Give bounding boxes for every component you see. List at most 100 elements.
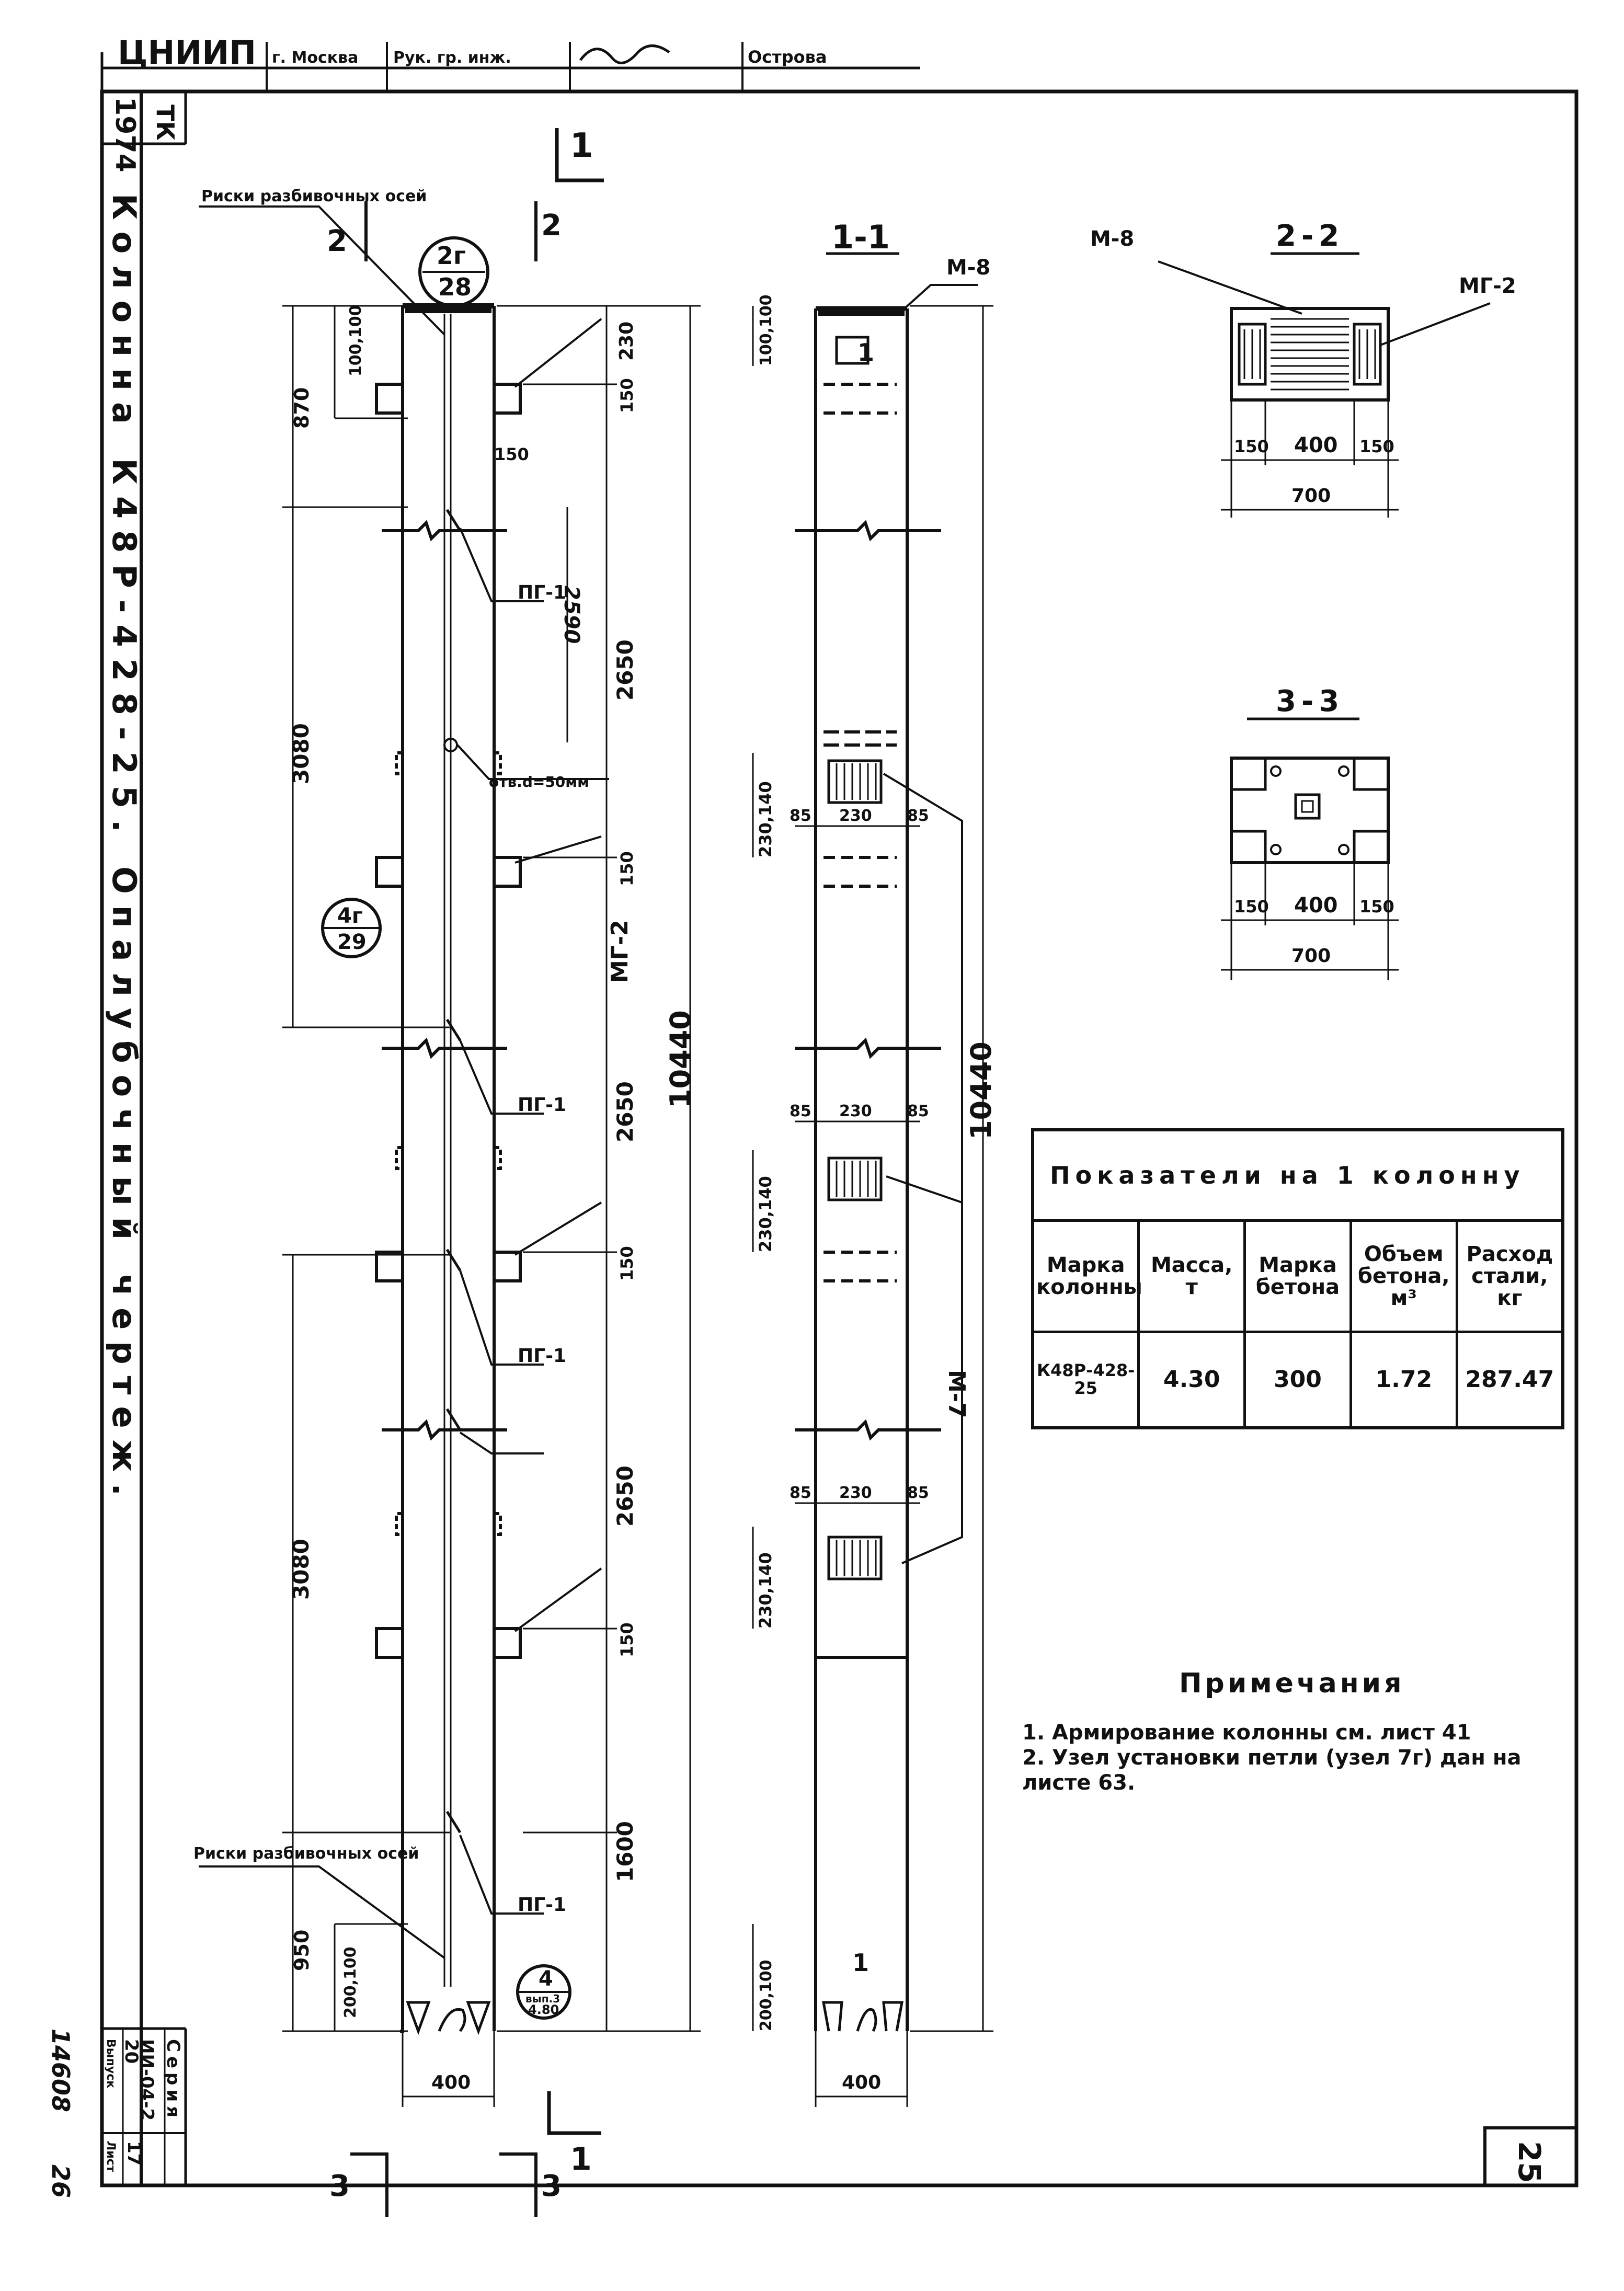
dim-2590: 2590 — [559, 586, 584, 644]
col-concrete: Марка бетона — [1243, 1219, 1352, 1333]
elevation-view — [199, 128, 701, 2217]
section-2-2-400: 400 — [1294, 433, 1338, 457]
section-3-3 — [1221, 717, 1399, 980]
mg2-label: МГ-2 — [607, 920, 633, 983]
note-item: 2. Узел установки петли (узел 7г) дан на… — [1022, 1746, 1522, 1795]
strip-issue: 20 — [121, 2039, 142, 2064]
strip-sheet-label: Лист — [104, 2141, 117, 2172]
dim-400-elev: 400 — [431, 2072, 471, 2093]
dim-150-c: 150 — [617, 1246, 637, 1281]
side-dim-85-b2: 85 — [907, 1102, 929, 1120]
section-2-2-m8: М-8 — [1090, 227, 1134, 251]
stamp-name: Острова — [748, 47, 827, 67]
node-bottom-num: 4 — [539, 1967, 553, 1991]
side-digit-top: 1 — [857, 338, 874, 366]
section-2-2-150-b: 150 — [1359, 437, 1394, 456]
pg-label-4: ПГ-1 — [518, 1894, 566, 1916]
elevation-labels: 1 1 2 2 3 3 Риски разбивочных осей Риски… — [193, 127, 697, 2203]
dim-150-horiz: 150 — [494, 444, 529, 464]
dim-100-100-top: 100,100 — [347, 305, 365, 376]
side-dim-230-140-b: 230,140 — [756, 1176, 775, 1252]
node-bottom-sheet: 4.80 — [528, 2002, 559, 2017]
risks-label-top: Риски разбивочных осей — [201, 187, 427, 205]
side-digit-bottom: 1 — [852, 1949, 869, 1977]
cut-2-right: 2 — [541, 209, 562, 243]
strip-series-label: Серия — [163, 2039, 184, 2122]
section-mark-bottom-1: 1 — [570, 2141, 592, 2178]
section-2-2-150-a: 150 — [1234, 437, 1269, 456]
section-mark-top-1: 1 — [570, 127, 593, 165]
sheet-frame — [100, 89, 1579, 2187]
pg-label-3: ПГ-1 — [518, 1345, 566, 1367]
node-top-sheet: 28 — [438, 273, 472, 301]
dim-950: 950 — [290, 1930, 313, 1971]
val-mass: 4.30 — [1137, 1331, 1246, 1429]
side-dim-230-a: 230 — [839, 807, 872, 825]
side-dim-230-b: 230 — [839, 1102, 872, 1120]
archive-page: 26 — [47, 2164, 75, 2198]
cut-2-left: 2 — [327, 224, 347, 258]
side-dim-85-b1: 85 — [790, 1102, 811, 1120]
pg-label-1: ПГ-1 — [518, 582, 566, 603]
dim-230: 230 — [616, 322, 637, 361]
section-2-2-mg2: МГ-2 — [1459, 274, 1516, 298]
dim-150-b: 150 — [617, 851, 637, 886]
indicators-table: Показатели на 1 колонну Марка колонны Ма… — [1031, 1128, 1564, 1429]
section-3-3-title: 3-3 — [1276, 684, 1344, 718]
dim-2650-b: 2650 — [612, 1081, 638, 1142]
side-strip: 1974 ТК Колонна К48Р-428-25. Опалубочный… — [47, 91, 187, 2198]
section-2-2 — [1158, 252, 1491, 518]
note-item: 1. Армирование колонны см. лист 41 — [1022, 1721, 1471, 1745]
notes-title: Примечания — [1179, 1668, 1405, 1699]
side-dim-230-c: 230 — [839, 1484, 872, 1502]
dim-3080-bottom: 3080 — [288, 1539, 314, 1600]
dim-10440-elev: 10440 — [664, 1010, 697, 1108]
val-volume: 1.72 — [1349, 1331, 1458, 1429]
stamp-city: г. Москва — [272, 49, 358, 67]
dim-870: 870 — [290, 387, 313, 429]
side-dim-85-a2: 85 — [907, 807, 929, 825]
side-dim-100-100: 100,100 — [757, 294, 775, 366]
pg-label-2: ПГ-1 — [518, 1094, 566, 1116]
section-3-3-150-b: 150 — [1359, 897, 1394, 917]
risks-label-bottom: Риски разбивочных осей — [193, 1845, 419, 1863]
section-3-3-150-a: 150 — [1234, 897, 1269, 917]
node-top-num: 2г — [437, 242, 466, 270]
dim-150-a: 150 — [617, 378, 637, 413]
side-m7: М-7 — [943, 1370, 970, 1418]
node-mid-num: 4г — [337, 904, 363, 928]
strip-year: 1974 — [109, 97, 141, 173]
dim-3080-top: 3080 — [288, 723, 314, 784]
val-steel: 287.47 — [1455, 1331, 1564, 1429]
stamp-role: Рук. гр. инж. — [393, 49, 511, 67]
col-volume: Объем бетона, м³ — [1349, 1219, 1458, 1333]
strip-series: ИИ-04-2 — [136, 2039, 157, 2121]
side-dim-85-c1: 85 — [790, 1484, 811, 1502]
section-2-2-title: 2-2 — [1276, 219, 1344, 253]
side-dim-230-140-a: 230,140 — [756, 781, 775, 857]
dim-2650-c: 2650 — [612, 1465, 638, 1527]
notes: Примечания 1. Армирование колонны см. ли… — [1022, 1668, 1545, 1795]
indicators-header: Показатели на 1 колонну — [1031, 1128, 1564, 1222]
side-dim-85-a1: 85 — [790, 807, 811, 825]
side-view-labels: 1-1 М-8 1 1 100,100 230,140 230,140 230,… — [756, 218, 998, 2093]
strip-sheet: 17 — [123, 2141, 144, 2166]
strip-title: Колонна К48Р-428-25. Опалубочный чертеж. — [105, 193, 143, 1507]
section-3-3-labels: 3-3 150 400 150 700 — [1234, 684, 1394, 967]
side-m8: М-8 — [946, 256, 990, 280]
col-mass: Масса, т — [1137, 1219, 1246, 1333]
side-dim-85-c2: 85 — [907, 1484, 929, 1502]
stamp-org: ЦНИИП — [118, 33, 256, 72]
cut-3-right: 3 — [541, 2169, 562, 2203]
dim-1600: 1600 — [612, 1821, 638, 1882]
node-bottom-sub: вып.3 — [525, 1992, 560, 2005]
hole-label: отв.d=50мм — [489, 773, 589, 791]
cut-3-left: 3 — [329, 2169, 350, 2203]
val-mark: К48Р-428-25 — [1031, 1331, 1140, 1429]
col-steel: Расход стали, кг — [1455, 1219, 1564, 1333]
val-concrete: 300 — [1243, 1331, 1352, 1429]
stamp-signature — [579, 44, 670, 64]
side-view — [752, 252, 993, 2107]
dim-150-d: 150 — [617, 1622, 637, 1657]
